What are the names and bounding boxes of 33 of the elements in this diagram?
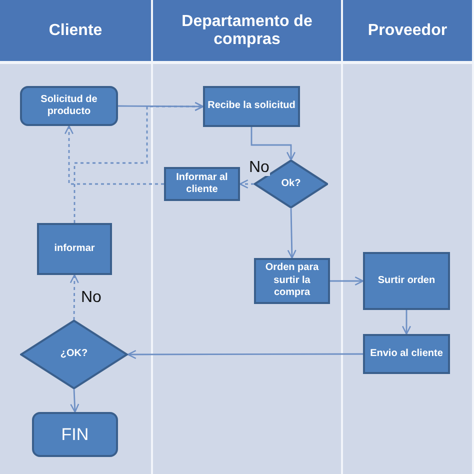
node-label: Envio al cliente bbox=[370, 348, 443, 360]
node-label: Informar al cliente bbox=[175, 172, 229, 196]
arrow bbox=[239, 179, 254, 189]
node-label: informar bbox=[54, 242, 95, 256]
process-box bbox=[254, 258, 330, 304]
arrow bbox=[402, 310, 412, 335]
decision-diamond bbox=[20, 320, 128, 389]
process-box bbox=[164, 167, 240, 201]
process-box bbox=[363, 334, 450, 374]
node-label: Solicitud de producto bbox=[40, 94, 98, 118]
process-box bbox=[203, 86, 300, 127]
node-label: Surtir orden bbox=[378, 274, 436, 288]
arrow bbox=[330, 276, 364, 286]
arrow bbox=[250, 127, 296, 161]
terminal-box bbox=[20, 86, 118, 126]
node-label: Orden para surtir la compra bbox=[264, 262, 320, 300]
arrow bbox=[287, 208, 296, 259]
process-box bbox=[363, 252, 450, 310]
arrow bbox=[70, 274, 79, 320]
arrow bbox=[70, 388, 80, 413]
lane-header: Proveedor bbox=[343, 0, 472, 64]
process-box bbox=[37, 223, 112, 275]
lane-header: Cliente bbox=[0, 0, 151, 64]
node-label: FIN bbox=[61, 424, 89, 446]
node-label: Recibe la solicitud bbox=[208, 100, 296, 113]
lane-header: Departamento de compras bbox=[153, 0, 341, 64]
arrow bbox=[74, 102, 204, 223]
edge-label: No bbox=[248, 160, 270, 176]
node-label: Ok? bbox=[281, 178, 301, 190]
node-label: ¿OK? bbox=[60, 348, 88, 361]
terminal-box bbox=[32, 412, 118, 457]
arrow bbox=[64, 125, 164, 185]
arrow bbox=[127, 350, 363, 360]
